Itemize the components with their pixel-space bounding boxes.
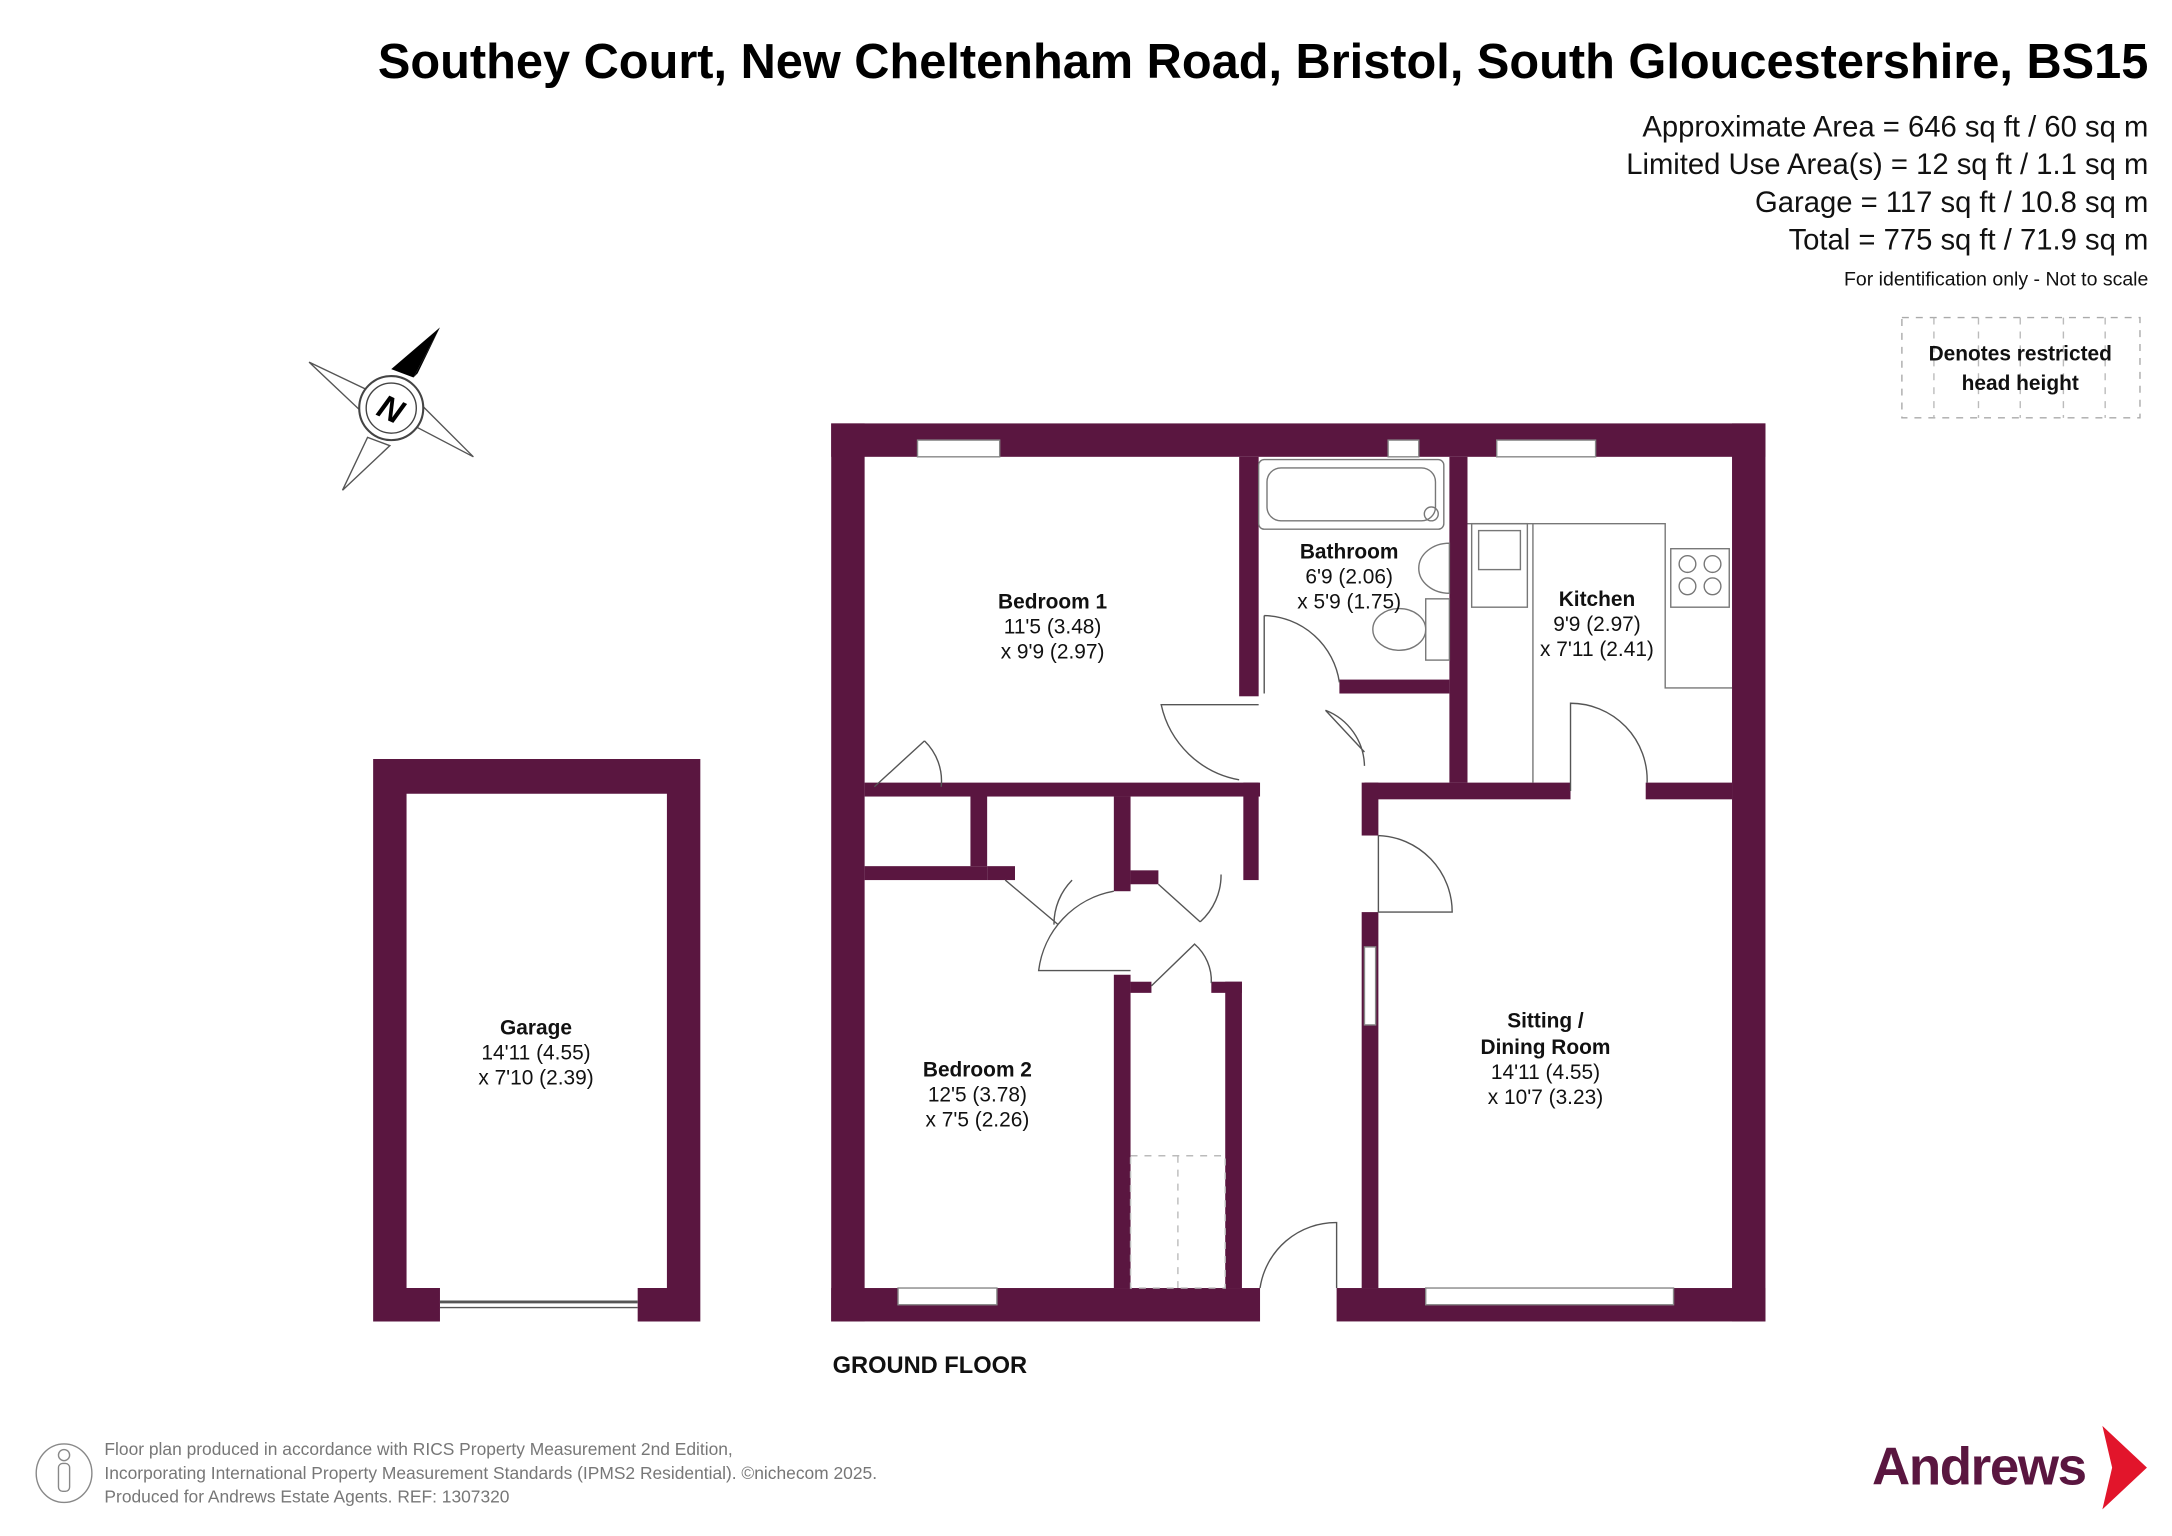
north-compass-icon: N bbox=[308, 327, 474, 491]
person-icon bbox=[35, 1443, 93, 1504]
room-dim: x 7'10 (2.39) bbox=[478, 1067, 593, 1090]
room-dim: x 7'11 (2.41) bbox=[1540, 638, 1654, 661]
disclaimer: For identification only - Not to scale bbox=[1844, 269, 2148, 291]
room-name: Bedroom 2 bbox=[923, 1058, 1032, 1081]
area-approx: Approximate Area = 646 sq ft / 60 sq m bbox=[1642, 112, 2148, 144]
room-dim: 11'5 (3.48) bbox=[1004, 616, 1102, 639]
legend-line2: head height bbox=[1962, 372, 2079, 395]
andrews-logo: Andrews bbox=[1872, 1425, 2147, 1510]
room-name: Dining Room bbox=[1481, 1036, 1611, 1059]
room-name: Bathroom bbox=[1300, 540, 1399, 563]
legend-line1: Denotes restricted bbox=[1929, 343, 2112, 366]
room-dim: 12'5 (3.78) bbox=[928, 1083, 1027, 1106]
fixtures bbox=[1257, 458, 1730, 661]
room-dim: 14'11 (4.55) bbox=[1491, 1061, 1600, 1084]
area-total: Total = 775 sq ft / 71.9 sq m bbox=[1789, 224, 2149, 256]
flat-walls bbox=[831, 423, 1766, 1322]
room-name: Sitting / bbox=[1507, 1010, 1584, 1033]
room-bathroom: Bathroom 6'9 (2.06) x 5'9 (1.75) bbox=[1297, 540, 1401, 613]
area-limited: Limited Use Area(s) = 12 sq ft / 1.1 sq … bbox=[1626, 149, 2148, 181]
room-bedroom2: Bedroom 2 12'5 (3.78) x 7'5 (2.26) bbox=[923, 1058, 1032, 1131]
room-dim: 14'11 (4.55) bbox=[481, 1042, 590, 1065]
room-bedroom1: Bedroom 1 11'5 (3.48) x 9'9 (2.97) bbox=[998, 591, 1107, 664]
logo-text: Andrews bbox=[1872, 1437, 2086, 1496]
garage-plan bbox=[373, 758, 701, 1322]
footer-line1: Floor plan produced in accordance with R… bbox=[104, 1439, 732, 1459]
chevron-icon bbox=[2102, 1425, 2147, 1510]
doors bbox=[873, 614, 1648, 1289]
footer: Floor plan produced in accordance with R… bbox=[35, 1425, 2147, 1510]
room-dim: x 10'7 (3.23) bbox=[1488, 1086, 1603, 1109]
room-dim: x 5'9 (1.75) bbox=[1297, 591, 1401, 614]
room-dim: x 7'5 (2.26) bbox=[926, 1109, 1030, 1132]
room-sitting-dining: Sitting / Dining Room 14'11 (4.55) x 10'… bbox=[1481, 1010, 1611, 1110]
room-name: Kitchen bbox=[1559, 588, 1636, 611]
area-garage: Garage = 117 sq ft / 10.8 sq m bbox=[1755, 187, 2148, 219]
property-title: Southey Court, New Cheltenham Road, Bris… bbox=[378, 35, 2148, 89]
floor-label: GROUND FLOOR bbox=[833, 1353, 1028, 1379]
room-kitchen: Kitchen 9'9 (2.97) x 7'11 (2.41) bbox=[1540, 588, 1654, 661]
footer-line2: Incorporating International Property Mea… bbox=[104, 1463, 877, 1483]
footer-line3: Produced for Andrews Estate Agents. REF:… bbox=[104, 1486, 509, 1506]
room-name: Garage bbox=[500, 1017, 572, 1040]
room-dim: 6'9 (2.06) bbox=[1305, 566, 1393, 589]
room-name: Bedroom 1 bbox=[998, 591, 1107, 614]
room-garage: Garage 14'11 (4.55) x 7'10 (2.39) bbox=[478, 1017, 593, 1090]
restricted-height-legend: Denotes restricted head height bbox=[1901, 316, 2141, 419]
room-dim: x 9'9 (2.97) bbox=[1001, 641, 1105, 664]
area-summary: Approximate Area = 646 sq ft / 60 sq m L… bbox=[1626, 112, 2148, 291]
room-dim: 9'9 (2.97) bbox=[1553, 613, 1641, 636]
